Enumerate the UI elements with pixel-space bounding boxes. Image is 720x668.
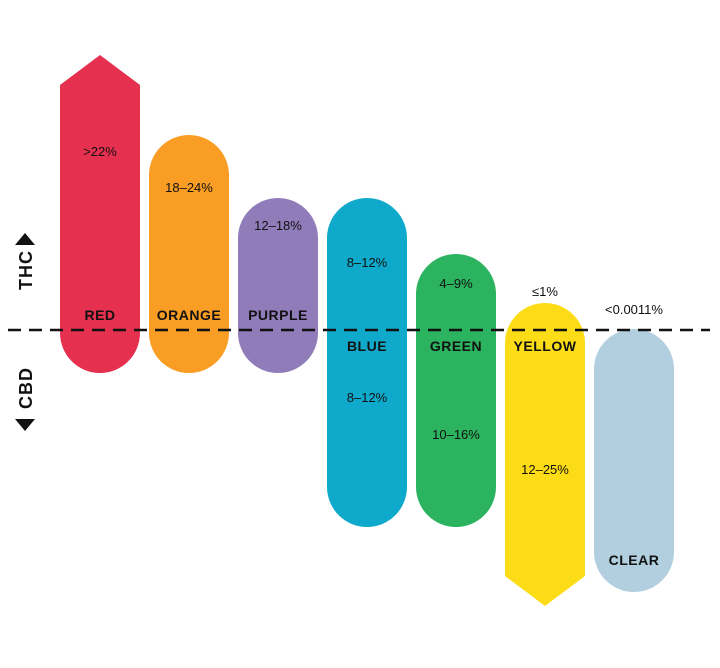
thc-value-label-red: >22%: [83, 144, 117, 159]
category-label-purple: PURPLE: [248, 307, 308, 323]
category-label-red: RED: [84, 307, 115, 323]
bar-clear: [594, 329, 674, 592]
category-label-orange: ORANGE: [157, 307, 221, 323]
labels-layer: RED >22% ORANGE 18–24% PURPLE 12–18% BLUE 8–12%…: [83, 144, 663, 568]
up-arrow-icon: [15, 233, 35, 245]
category-label-green: GREEN: [430, 338, 482, 354]
down-arrow-icon: [15, 419, 35, 431]
thc-value-label-purple: 12–18%: [254, 218, 302, 233]
bar-purple: [238, 198, 318, 373]
category-label-blue: BLUE: [347, 338, 387, 354]
bar-yellow: [505, 303, 585, 606]
cbd-value-label-yellow: 12–25%: [521, 462, 569, 477]
cbd-value-label-green: 10–16%: [432, 427, 480, 442]
bar-blue: [327, 198, 407, 527]
thc-value-label-orange: 18–24%: [165, 180, 213, 195]
thc-value-label-blue: 8–12%: [347, 255, 388, 270]
thc-value-label-clear: <0.0011%: [605, 302, 663, 317]
bar-orange: [149, 135, 229, 373]
axis-label-thc: THC: [16, 250, 36, 290]
axis-label-cbd: CBD: [16, 367, 36, 409]
bar-red: [60, 55, 140, 373]
cbd-value-label-blue: 8–12%: [347, 390, 388, 405]
thc-value-label-green: 4–9%: [439, 276, 473, 291]
bars-layer: [60, 55, 674, 606]
category-label-yellow: YELLOW: [514, 338, 577, 354]
axis-indicator: THC CBD: [15, 233, 36, 431]
category-label-clear: CLEAR: [609, 552, 660, 568]
thc-value-label-yellow: ≤1%: [532, 284, 558, 299]
bar-green: [416, 254, 496, 527]
